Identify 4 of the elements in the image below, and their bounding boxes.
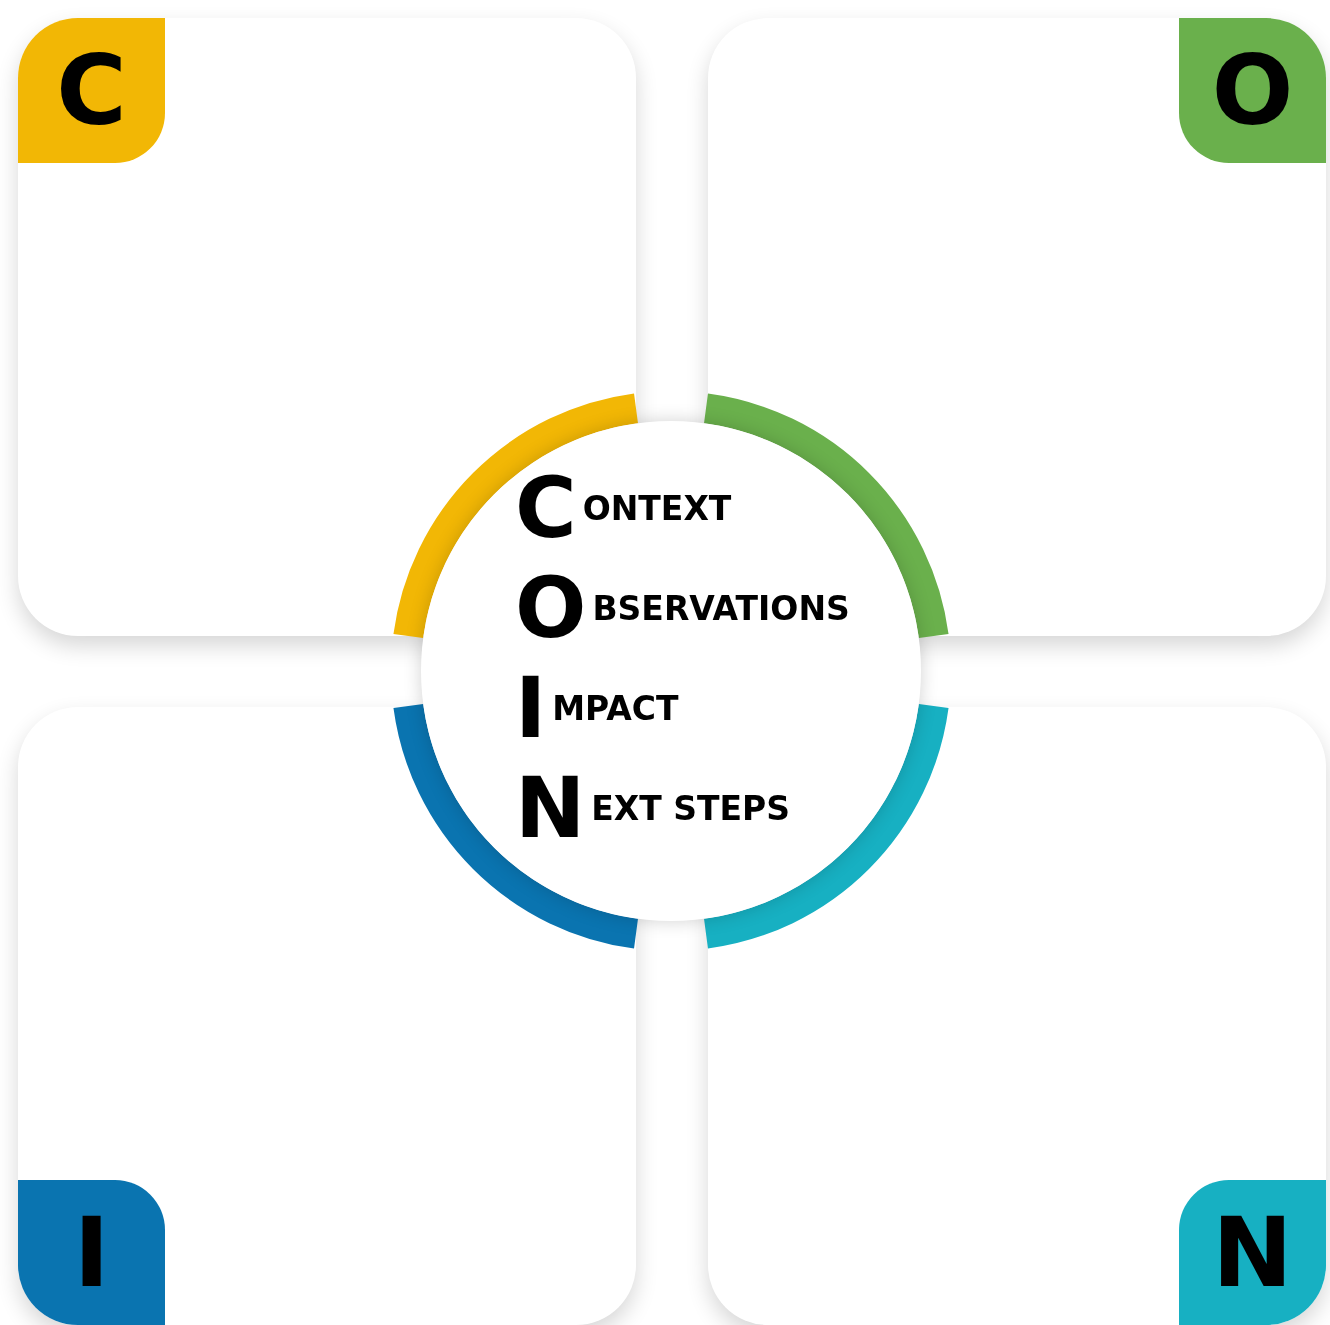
tab-letter: N <box>1212 1204 1293 1301</box>
tab-letter: I <box>73 1204 110 1301</box>
tab-letter: O <box>1211 42 1294 139</box>
tab-letter: C <box>56 42 127 139</box>
